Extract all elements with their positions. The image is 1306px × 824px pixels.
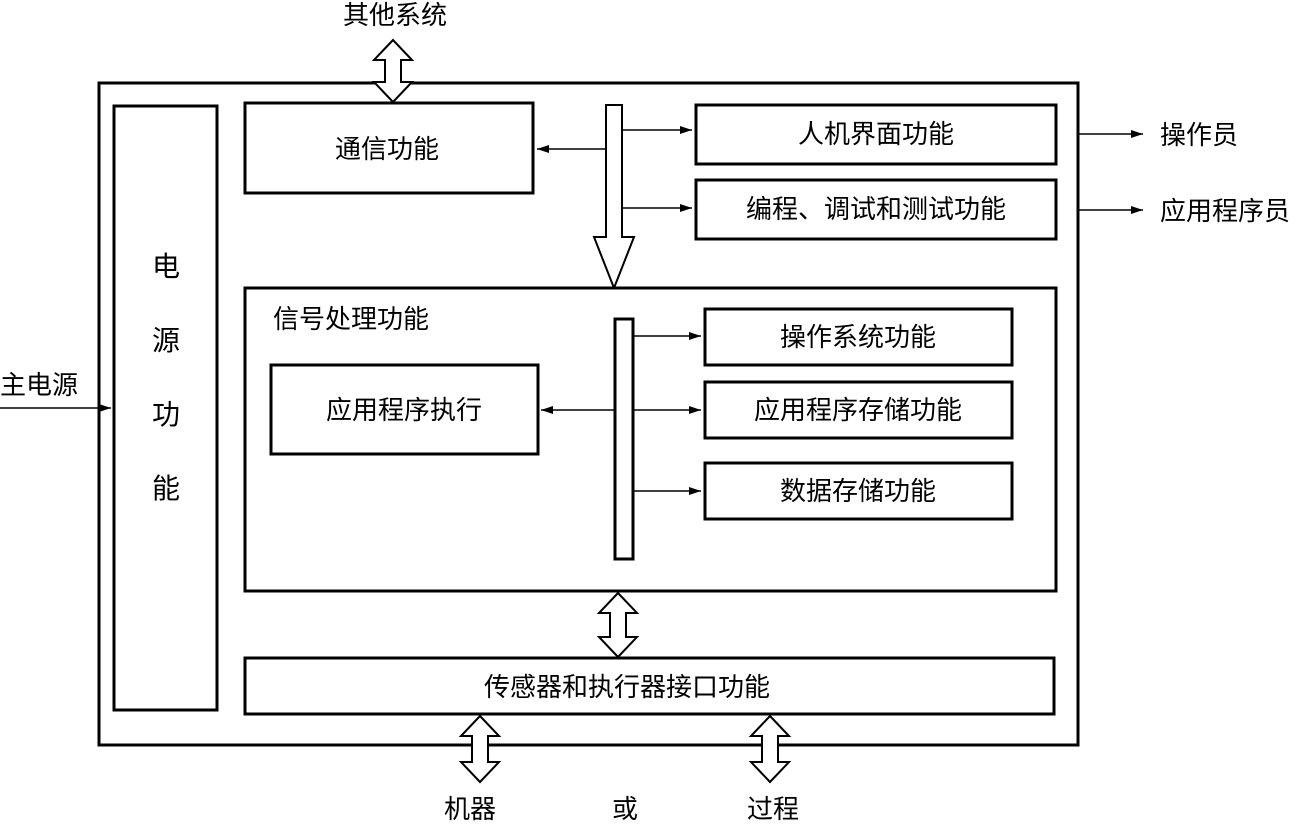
app-execution-box: [269, 363, 540, 456]
data-storage-function-label: 数据存储功能: [780, 477, 936, 507]
app-storage-function-label: 应用程序存储功能: [754, 396, 962, 426]
power-function-char-4: 能: [152, 472, 180, 505]
main-power-label: 主电源: [0, 371, 78, 401]
data-storage-function-box: [703, 461, 1014, 521]
os-function-label: 操作系统功能: [780, 323, 936, 353]
machine-label: 机器: [444, 795, 496, 824]
power-function-char-2: 源: [152, 324, 180, 357]
os-function-box: [703, 307, 1014, 367]
power-function-char-1: 电: [152, 250, 180, 283]
or-label: 或: [612, 795, 638, 824]
power-function-char-3: 功: [152, 398, 180, 431]
app-storage-function-box: [703, 380, 1014, 440]
communication-function-box: [243, 101, 535, 195]
sensor-actuator-interface-box: [243, 656, 1056, 716]
machine-double-arrow: [458, 714, 502, 784]
programming-function-label: 编程、调试和测试功能: [746, 195, 1006, 225]
operator-label: 操作员: [1160, 121, 1238, 151]
hmi-function-box: [694, 103, 1058, 166]
internal-bus-arrow: [592, 104, 636, 291]
app-execution-label: 应用程序执行: [326, 396, 482, 426]
power-function-box: [112, 104, 219, 712]
process-double-arrow: [748, 714, 792, 784]
hmi-function-label: 人机界面功能: [798, 120, 954, 150]
signal-processing-title: 信号处理功能: [273, 305, 429, 335]
programming-function-box: [694, 178, 1058, 241]
inner-bus-bar: [613, 317, 635, 561]
sensor-actuator-interface-label: 传感器和执行器接口功能: [484, 673, 770, 703]
programmer-label: 应用程序员: [1160, 197, 1290, 227]
communication-function-label: 通信功能: [335, 135, 439, 165]
other-systems-label: 其他系统: [343, 1, 447, 31]
process-label: 过程: [747, 795, 799, 824]
